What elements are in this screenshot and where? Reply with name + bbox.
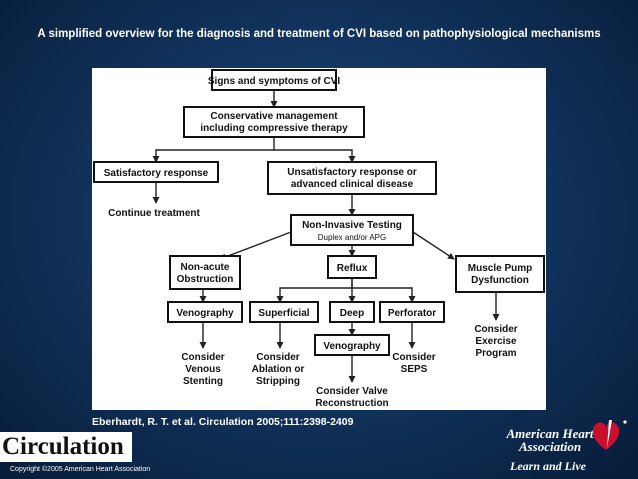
exercise-label-line: Program	[475, 348, 516, 359]
edge-testing-musclepump	[412, 231, 455, 260]
svg-text:Non-Invasive Testing: Non-Invasive Testing	[302, 220, 402, 231]
svg-text:Superficial: Superficial	[258, 308, 309, 319]
seps-label-line: SEPS	[401, 364, 428, 375]
satisfactory-label-line: Satisfactory response	[104, 168, 209, 179]
exercise-label-line: Consider	[474, 324, 517, 335]
unsatisfactory-label-line: advanced clinical disease	[291, 179, 414, 190]
node-satisfactory-response: Satisfactory response	[93, 161, 219, 183]
svg-text:Deep: Deep	[340, 308, 364, 319]
unsatisfactory-label-line: Unsatisfactory response or	[287, 167, 417, 178]
valve-label-line: Consider Valve	[316, 386, 388, 397]
muscle-pump-label-line: Dysfunction	[471, 275, 529, 286]
aha-logo-line2: Association	[518, 439, 581, 454]
citation: Eberhardt, R. T. et al. Circulation 2005…	[92, 416, 354, 428]
venography-2-label-line: Venography	[323, 341, 381, 352]
seps-label-line: Consider	[392, 352, 435, 363]
obstruction-label-line: Non-acute	[181, 262, 230, 273]
slide-title: A simplified overview for the diagnosis …	[37, 28, 601, 40]
node-perforator: Perforator	[379, 301, 445, 323]
testing-subtitle: Duplex and/or APG	[318, 233, 386, 242]
flowchart-panel: Signs and symptoms of CVI Conservative m…	[92, 68, 546, 410]
svg-text:Venography: Venography	[176, 308, 234, 319]
edge-reflux-perforator	[352, 287, 416, 303]
stenting-label-line: Consider	[181, 352, 224, 363]
node-continue-treatment: Continue treatment	[108, 208, 200, 219]
deep-label-line: Deep	[340, 308, 364, 319]
svg-text:Signs and symptoms of CVI: Signs and symptoms of CVI	[208, 76, 340, 87]
conservative-label-line: Conservative management	[210, 111, 338, 122]
node-venography-deep: Venography	[314, 334, 390, 356]
ablation-label-line: Stripping	[256, 376, 300, 387]
reflux-label-line: Reflux	[337, 263, 368, 274]
node-reflux: Reflux	[327, 255, 377, 279]
svg-text:Satisfactory response: Satisfactory response	[104, 168, 209, 179]
exercise-label-line: Exercise	[475, 336, 517, 347]
edge-conservative-unsatisfactory	[274, 149, 356, 163]
ablation-label-line: Ablation or	[252, 364, 305, 375]
svg-text:Perforator: Perforator	[388, 308, 436, 319]
american-heart-association-logo: American Heart Association Learn and Liv…	[505, 420, 627, 473]
aha-logo-line1: American Heart	[505, 426, 593, 441]
perforator-label-line: Perforator	[388, 308, 436, 319]
circulation-logo: Circulation	[0, 432, 132, 462]
superficial-label-line: Superficial	[258, 308, 309, 319]
node-signs-and-symptoms: Signs and symptoms of CVI	[208, 69, 340, 91]
aha-logo-tagline: Learn and Live	[509, 459, 587, 473]
svg-text:Reflux: Reflux	[337, 263, 368, 274]
obstruction-label-line: Obstruction	[177, 274, 234, 285]
muscle-pump-label-line: Muscle Pump	[468, 263, 532, 274]
testing-label-line: Non-Invasive Testing	[302, 220, 402, 231]
cvi-flowchart: Signs and symptoms of CVI Conservative m…	[93, 69, 545, 409]
conservative-label-line: including compressive therapy	[200, 123, 348, 134]
node-superficial: Superficial	[249, 301, 319, 323]
svg-text:Venography: Venography	[323, 341, 381, 352]
valve-label-line: Reconstruction	[315, 398, 388, 409]
continue-label-line: Continue treatment	[108, 208, 200, 219]
edge-testing-obstruction	[219, 231, 292, 261]
node-deep: Deep	[329, 301, 375, 323]
svg-text:Continue treatment: Continue treatment	[108, 208, 200, 219]
flowchart-edges	[152, 90, 500, 383]
node-venography-obstruction: Venography	[167, 301, 243, 323]
ablation-label-line: Consider	[256, 352, 299, 363]
edge-conservative-satisfactory	[152, 137, 275, 163]
stenting-label-line: Venous	[185, 364, 221, 375]
heart-torch-icon	[592, 420, 627, 450]
signs-label-line: Signs and symptoms of CVI	[208, 76, 340, 87]
stenting-label-line: Stenting	[183, 376, 223, 387]
venography-1-label-line: Venography	[176, 308, 234, 319]
node-non-invasive-testing: Non-Invasive Testing Duplex and/or APG	[290, 214, 414, 246]
edge-reflux-superficial	[276, 278, 353, 303]
copyright-notice: Copyright ©2005 American Heart Associati…	[10, 466, 151, 473]
